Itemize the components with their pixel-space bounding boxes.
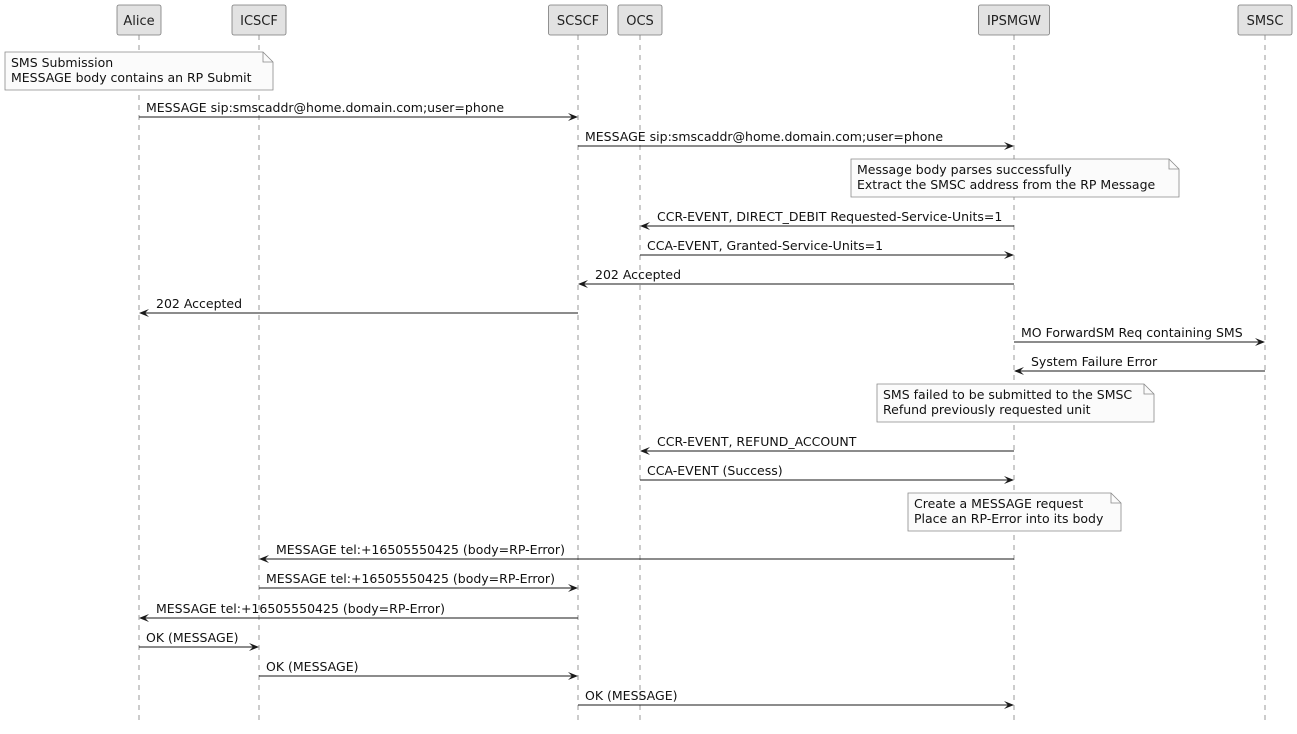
message-arrow: CCA-EVENT, Granted-Service-Units=1 <box>640 238 1014 259</box>
participant-ipsmgw: IPSMGW <box>978 4 1050 36</box>
participant-label: IPSMGW <box>987 14 1041 29</box>
message-label: MESSAGE sip:smscaddr@home.domain.com;use… <box>585 129 943 144</box>
note-box <box>907 492 1122 532</box>
message-label: MESSAGE tel:+16505550425 (body=RP-Error) <box>266 571 555 586</box>
message-arrow: OK (MESSAGE) <box>139 630 259 651</box>
participant-label: Alice <box>123 14 154 29</box>
participant-label: SMSC <box>1247 14 1284 29</box>
note-line: SMS Submission <box>11 55 113 70</box>
participant-label: SCSCF <box>557 14 599 29</box>
arrow-head <box>139 614 149 622</box>
note-fold <box>1110 493 1121 504</box>
message-arrow: MESSAGE tel:+16505550425 (body=RP-Error) <box>259 571 578 592</box>
participant-box <box>548 4 608 36</box>
note-line: Place an RP-Error into its body <box>914 511 1104 526</box>
message-arrow: MESSAGE sip:smscaddr@home.domain.com;use… <box>139 100 578 121</box>
participant-box <box>1237 4 1293 36</box>
message-arrow: MESSAGE tel:+16505550425 (body=RP-Error) <box>139 601 578 622</box>
note: SMS failed to be submitted to the SMSCRe… <box>876 383 1155 423</box>
note-box <box>850 158 1180 198</box>
note-fold <box>1168 159 1179 170</box>
message-label: CCA-EVENT (Success) <box>647 463 783 478</box>
participant-box <box>617 4 663 36</box>
arrow-head <box>1255 338 1265 346</box>
arrow-head <box>1004 142 1014 150</box>
arrow-head <box>568 113 578 121</box>
arrow-head <box>1004 701 1014 709</box>
participant-icscf: ICSCF <box>231 4 287 36</box>
message-arrow: MO ForwardSM Req containing SMS <box>1014 325 1265 346</box>
message-label: OK (MESSAGE) <box>585 688 677 703</box>
message-arrow: System Failure Error <box>1014 354 1265 375</box>
message-arrow: OK (MESSAGE) <box>259 659 578 680</box>
note-line: MESSAGE body contains an RP Submit <box>11 70 252 85</box>
note-line: Refund previously requested unit <box>883 402 1091 417</box>
arrow-head <box>578 280 588 288</box>
message-label: 202 Accepted <box>156 296 242 311</box>
arrow-head <box>640 222 650 230</box>
message-arrow: MESSAGE tel:+16505550425 (body=RP-Error) <box>259 542 1014 563</box>
lifelines <box>138 35 1266 722</box>
participant-smsc: SMSC <box>1237 4 1293 36</box>
message-label: System Failure Error <box>1031 354 1158 369</box>
note: Message body parses successfullyExtract … <box>850 158 1180 198</box>
note-box <box>876 383 1155 423</box>
participant-alice: Alice <box>116 4 162 36</box>
message-label: 202 Accepted <box>595 267 681 282</box>
arrow-head <box>640 447 650 455</box>
arrow-head <box>1014 367 1024 375</box>
message-arrow: CCR-EVENT, REFUND_ACCOUNT <box>640 434 1014 455</box>
message-arrow: OK (MESSAGE) <box>578 688 1014 709</box>
participant-box <box>231 4 287 36</box>
arrow-head <box>249 643 259 651</box>
message-label: MESSAGE tel:+16505550425 (body=RP-Error) <box>156 601 445 616</box>
participant-scscf: SCSCF <box>548 4 608 36</box>
arrow-head <box>139 309 149 317</box>
note-box <box>4 51 274 91</box>
note-line: Extract the SMSC address from the RP Mes… <box>857 177 1156 192</box>
participant-label: OCS <box>626 14 654 29</box>
message-label: OK (MESSAGE) <box>146 630 238 645</box>
message-arrow: CCR-EVENT, DIRECT_DEBIT Requested-Servic… <box>640 209 1014 230</box>
message-label: MESSAGE sip:smscaddr@home.domain.com;use… <box>146 100 504 115</box>
message-label: CCR-EVENT, DIRECT_DEBIT Requested-Servic… <box>657 209 1002 224</box>
note-line: Create a MESSAGE request <box>914 496 1083 511</box>
message-arrow: 202 Accepted <box>578 267 1014 288</box>
participants: Alice ICSCF SCSCF OCS IPSMGW SMSC <box>116 4 1293 36</box>
arrow-head <box>1004 476 1014 484</box>
message-arrow: CCA-EVENT (Success) <box>640 463 1014 484</box>
message-label: OK (MESSAGE) <box>266 659 358 674</box>
message-label: CCA-EVENT, Granted-Service-Units=1 <box>647 238 883 253</box>
arrow-head <box>259 555 269 563</box>
message-arrow: MESSAGE sip:smscaddr@home.domain.com;use… <box>578 129 1014 150</box>
arrow-head <box>568 672 578 680</box>
note-line: SMS failed to be submitted to the SMSC <box>883 387 1132 402</box>
note-fold <box>262 52 273 63</box>
participant-label: ICSCF <box>240 14 278 29</box>
note-fold <box>1143 384 1154 395</box>
arrow-head <box>568 584 578 592</box>
note-line: Message body parses successfully <box>857 162 1072 177</box>
arrow-head <box>1004 251 1014 259</box>
participant-ocs: OCS <box>617 4 663 36</box>
message-arrow: 202 Accepted <box>139 296 578 317</box>
participant-box <box>116 4 162 36</box>
participant-box <box>978 4 1050 36</box>
message-label: CCR-EVENT, REFUND_ACCOUNT <box>657 434 857 449</box>
message-label: MESSAGE tel:+16505550425 (body=RP-Error) <box>276 542 565 557</box>
message-label: MO ForwardSM Req containing SMS <box>1021 325 1243 340</box>
